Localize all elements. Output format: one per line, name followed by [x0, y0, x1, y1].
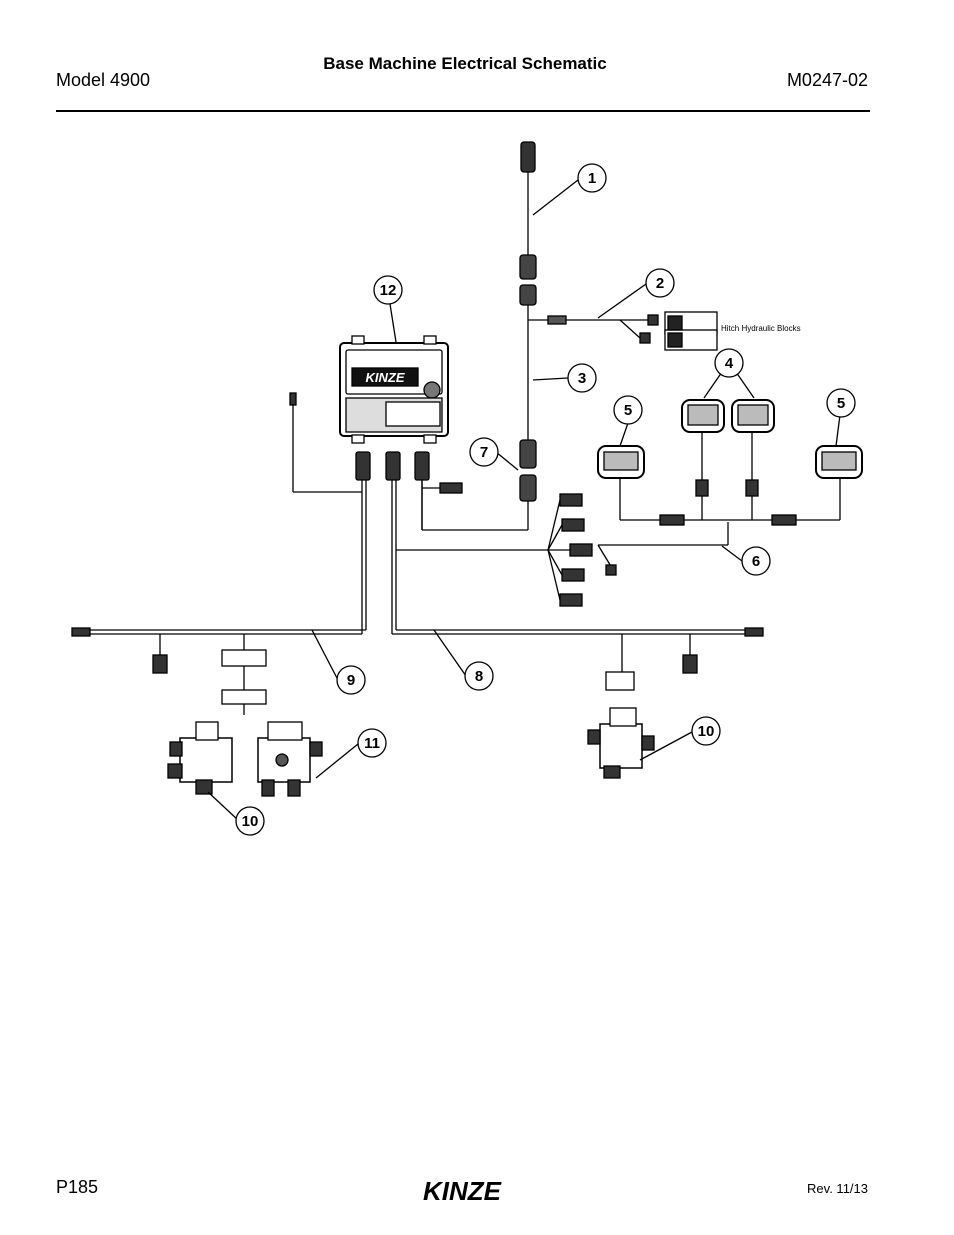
callout-circle [577, 163, 607, 193]
doc-code: M0247-02 [786, 70, 868, 90]
callout-circle [373, 275, 403, 305]
callout-number: 2 [656, 275, 664, 292]
kinze-logo: KINZE [423, 1176, 502, 1206]
callout-circle [645, 268, 675, 298]
callout-number: 10 [242, 813, 259, 830]
callout-number: 12 [380, 282, 397, 299]
callout-number: 6 [752, 553, 760, 570]
header-rule [56, 110, 870, 112]
hitch-label: Hitch Hydraulic Blocks [721, 324, 801, 333]
controller-logo: KINZE [366, 370, 405, 385]
callout-number: 1 [588, 170, 596, 187]
callout-number: 11 [364, 735, 380, 752]
callout-circle [826, 388, 856, 418]
kinze-logo-text: KINZE [423, 1176, 502, 1206]
callout-number: 5 [624, 402, 632, 419]
callout-number: 9 [347, 672, 355, 689]
callout-circle [464, 661, 494, 691]
callout-number: 5 [837, 395, 845, 412]
callout-circle [567, 363, 597, 393]
callout-circle [613, 395, 643, 425]
callout-number: 7 [480, 444, 488, 461]
callout-number: 10 [698, 723, 715, 740]
callout-circle [741, 546, 771, 576]
callout-number: 3 [578, 370, 586, 387]
callout-circle [691, 716, 721, 746]
page-number: P185 [56, 1177, 99, 1197]
callout-circle [235, 806, 265, 836]
page-title: Base Machine Electrical Schematic [323, 54, 607, 73]
callout-circle [336, 665, 366, 695]
callout-number: 4 [725, 355, 734, 372]
callout-circle [357, 728, 387, 758]
callout-number: 8 [475, 668, 483, 685]
revision-label: Rev. 11/13 [807, 1181, 868, 1196]
callout-circle [469, 437, 499, 467]
model-label: Model 4900 [56, 70, 151, 90]
callout-circle [714, 348, 744, 378]
